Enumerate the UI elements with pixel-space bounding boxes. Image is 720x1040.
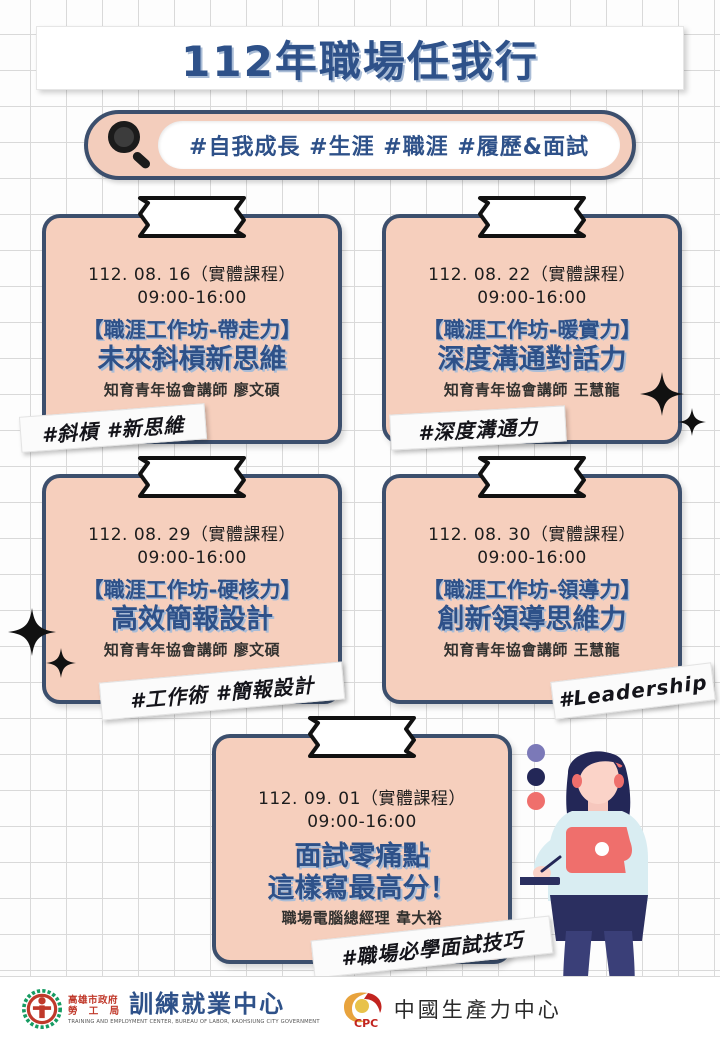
ribbon-tab-icon: [478, 196, 586, 238]
woman-with-laptop-illustration: [520, 744, 648, 1011]
sparkle-icon: [678, 408, 706, 436]
course-series: 【職涯工作坊-硬核力】: [82, 577, 302, 602]
sparkle-icon: [46, 648, 76, 678]
ribbon-tab-icon: [138, 196, 246, 238]
course-date: 112. 08. 30（實體課程）: [428, 525, 636, 545]
course-title: 未來斜槓新思維: [97, 343, 287, 375]
sparkle-icon: [8, 608, 56, 656]
course-time: 09:00-16:00: [477, 287, 587, 308]
course-date: 112. 08. 16（實體課程）: [88, 265, 296, 285]
kaohsiung-emblem-icon: [22, 988, 62, 1029]
ribbon-tab-icon: [308, 716, 416, 758]
course-series: 【職涯工作坊-帶走力】: [82, 317, 302, 342]
cpc-emblem-icon: CPC: [343, 992, 382, 1029]
kcg-dept-line2: 勞 工 局: [68, 1006, 124, 1018]
course-title: 創新領導思維力: [437, 603, 627, 635]
course-lecturer: 職場電腦總經理 韋大裕: [281, 909, 443, 928]
course-date: 112. 09. 01（實體課程）: [258, 789, 466, 809]
kcg-center-name: 訓練就業中心: [129, 990, 286, 1019]
page-title: 112年職場任我行: [181, 36, 539, 86]
course-series: 【職涯工作坊-領導力】: [422, 577, 642, 602]
course-time: 09:00-16:00: [137, 547, 247, 568]
course-lecturer: 知育青年協會講師 王慧龍: [443, 380, 621, 399]
course-card-4[interactable]: 112. 08. 30（實體課程） 09:00-16:00 【職涯工作坊-領導力…: [382, 456, 682, 704]
cpc-mark-label: CPC: [354, 1017, 378, 1029]
search-bar[interactable]: #自我成長 #生涯 #職涯 #履歷&面試: [84, 110, 636, 180]
course-lecturer: 知育青年協會講師 王慧龍: [443, 640, 621, 659]
course-title: 深度溝通對話力: [437, 343, 627, 375]
footer-logos: 高雄市政府 勞 工 局 訓練就業中心 TRAINING AND EMPLOYME…: [0, 976, 720, 1040]
course-date: 112. 08. 29（實體課程）: [88, 525, 296, 545]
course-title-line2: 這樣寫最高分！: [267, 872, 457, 904]
cpc-logo: CPC 中國生產力中心: [338, 989, 562, 1029]
kcg-english-name: TRAINING AND EMPLOYMENT CENTER, BUREAU O…: [68, 1019, 320, 1026]
course-time: 09:00-16:00: [137, 287, 247, 308]
hashtag-text: #斜槓 #新思維: [41, 412, 186, 447]
course-card-1[interactable]: 112. 08. 16（實體課程） 09:00-16:00 【職涯工作坊-帶走力…: [42, 196, 342, 444]
course-series: 【職涯工作坊-暖實力】: [422, 317, 642, 342]
sparkle-icon: [640, 372, 684, 416]
search-input[interactable]: #自我成長 #生涯 #職涯 #履歷&面試: [158, 121, 620, 169]
course-time: 09:00-16:00: [477, 547, 587, 568]
course-title: 高效簡報設計: [111, 603, 273, 635]
course-date: 112. 08. 22（實體課程）: [428, 265, 636, 285]
ribbon-tab-icon: [138, 456, 246, 498]
course-title-line1: 面試零痛點: [294, 840, 430, 872]
search-tags-text: #自我成長 #生涯 #職涯 #履歷&面試: [189, 135, 589, 160]
kcg-dept-line1: 高雄市政府: [68, 995, 119, 1007]
course-time: 09:00-16:00: [307, 811, 417, 832]
magnifier-icon: [98, 115, 158, 175]
kaohsiung-gov-logo: 高雄市政府 勞 工 局 訓練就業中心 TRAINING AND EMPLOYME…: [22, 988, 320, 1029]
ribbon-tab-icon: [478, 456, 586, 498]
course-lecturer: 知育青年協會講師 廖文碩: [103, 640, 281, 659]
title-banner: 112年職場任我行: [36, 26, 684, 90]
course-lecturer: 知育青年協會講師 廖文碩: [103, 380, 281, 399]
cpc-name: 中國生產力中心: [393, 997, 562, 1022]
hashtag-text: #深度溝通力: [417, 414, 539, 445]
